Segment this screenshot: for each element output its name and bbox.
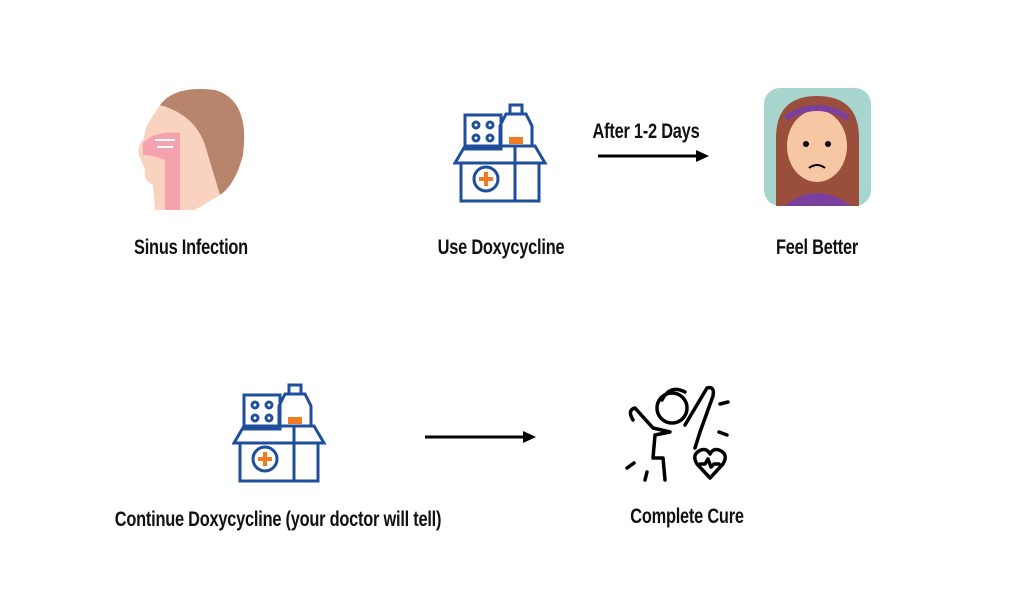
medicine-box-icon xyxy=(453,103,548,203)
complete-cure-label: Complete Cure xyxy=(630,505,744,528)
continue-doxycycline-label: Continue Doxycycline (your doctor will t… xyxy=(114,508,442,531)
medicine-box-icon xyxy=(232,383,327,483)
sad-girl-icon xyxy=(764,88,871,206)
feel-better-label: Feel Better xyxy=(775,236,859,259)
arrow-right-icon xyxy=(425,431,536,443)
sinus-head-icon xyxy=(138,89,245,210)
arrow-right-icon xyxy=(598,150,709,162)
use-doxycycline-label: Use Doxycycline xyxy=(437,236,565,259)
celebrating-person-heart-icon xyxy=(625,385,730,482)
after-days-label: After 1-2 Days xyxy=(592,120,700,143)
sinus-infection-label: Sinus Infection xyxy=(134,236,248,259)
